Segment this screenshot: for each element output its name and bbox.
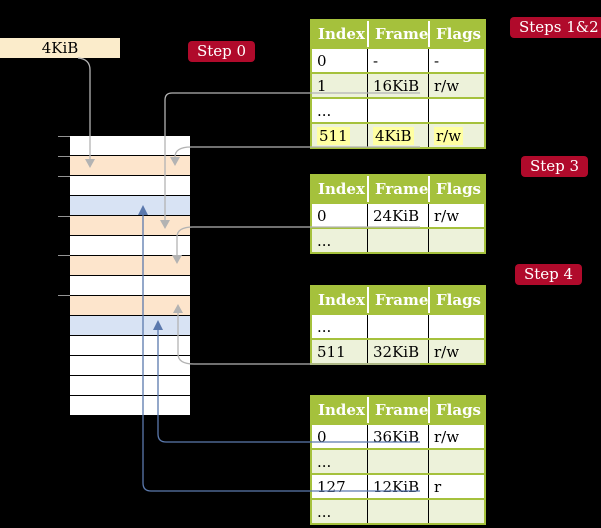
- header-cell-frame: Frame: [367, 21, 428, 47]
- cell: [428, 99, 484, 122]
- cell: [428, 500, 484, 523]
- header-cell-flags: Flags: [428, 21, 484, 47]
- address-tick: [58, 156, 70, 157]
- physical-memory-stack: [70, 136, 190, 415]
- cell: r/w: [428, 340, 484, 363]
- step-0-badge: Step 0: [188, 41, 256, 62]
- header-cell-flags: Flags: [428, 176, 484, 202]
- cell: r: [428, 475, 484, 498]
- header-cell-frame: Frame: [367, 287, 428, 313]
- cell: 16KiB: [367, 74, 428, 97]
- cell: [367, 450, 428, 473]
- cell: 0: [317, 206, 327, 225]
- step-3-badge: Step 3: [521, 156, 589, 177]
- page-table-2: Index Frame Flags 0 24KiB r/w ...: [310, 174, 486, 254]
- step-4-badge: Step 4: [515, 264, 583, 285]
- memory-frame-row-11: [70, 356, 190, 375]
- cell: ...: [317, 231, 332, 250]
- frame-size-label: 4KiB: [0, 38, 120, 58]
- table-row: 0 36KiB r/w: [312, 423, 484, 448]
- cell: ...: [317, 101, 332, 120]
- page-table-3: Index Frame Flags ... 511 32KiB r/w: [310, 285, 486, 365]
- table-row: ...: [312, 313, 484, 338]
- table-header-row: Index Frame Flags: [312, 176, 484, 202]
- address-tick: [58, 216, 70, 217]
- memory-frame-row-9: [70, 316, 190, 335]
- cell: [428, 450, 484, 473]
- header-cell-index: Index: [318, 401, 365, 419]
- table-row: ...: [312, 227, 484, 252]
- memory-frame-row-12: [70, 376, 190, 395]
- memory-frame-row-8: [70, 296, 190, 315]
- table-row-highlighted: 511 4KiB r/w: [312, 122, 484, 147]
- memory-frame-row-1: [70, 156, 190, 175]
- address-tick: [58, 176, 70, 177]
- table-row: 127 12KiB r: [312, 473, 484, 498]
- memory-frame-row-3: [70, 196, 190, 215]
- table-row: ...: [312, 498, 484, 523]
- address-tick: [58, 136, 70, 137]
- cell: 127: [317, 477, 346, 496]
- cell: 4KiB: [367, 124, 428, 147]
- table-header-row: Index Frame Flags: [312, 397, 484, 423]
- table-header-row: Index Frame Flags: [312, 287, 484, 313]
- cell: 0: [317, 427, 327, 446]
- memory-frame-row-5: [70, 236, 190, 255]
- cell: -: [367, 49, 428, 72]
- table-row: 0 24KiB r/w: [312, 202, 484, 227]
- memory-frame-row-6: [70, 256, 190, 275]
- memory-frame-row-2: [70, 176, 190, 195]
- header-cell-index: Index: [318, 25, 365, 43]
- table-row: ...: [312, 448, 484, 473]
- table-row: ...: [312, 97, 484, 122]
- header-cell-index: Index: [318, 180, 365, 198]
- page-table-4: Index Frame Flags 0 36KiB r/w ... 127 12…: [310, 395, 486, 525]
- memory-frame-row-10: [70, 336, 190, 355]
- page-table-1: Index Frame Flags 0 - - 1 16KiB r/w ... …: [310, 19, 486, 149]
- cell: ...: [317, 502, 332, 521]
- cell: [428, 229, 484, 252]
- cell: 32KiB: [367, 340, 428, 363]
- arrow-pte511-to-4kib-frame: [170, 146, 420, 166]
- cell: -: [428, 49, 484, 72]
- header-cell-flags: Flags: [428, 287, 484, 313]
- cell: 511: [317, 126, 350, 145]
- header-cell-flags: Flags: [428, 397, 484, 423]
- cell: r/w: [428, 204, 484, 227]
- cell: 1: [317, 76, 327, 95]
- table-row: 0 - -: [312, 47, 484, 72]
- cell: 0: [317, 51, 327, 70]
- cell: r/w: [428, 124, 484, 147]
- cell: ...: [317, 317, 332, 336]
- header-cell-index: Index: [318, 291, 365, 309]
- header-cell-frame: Frame: [367, 397, 428, 423]
- cell: [367, 229, 428, 252]
- cell: 24KiB: [367, 204, 428, 227]
- cell: 12KiB: [367, 475, 428, 498]
- cell: ...: [317, 452, 332, 471]
- address-tick: [58, 255, 70, 256]
- table-row: 511 32KiB r/w: [312, 338, 484, 363]
- memory-frame-row-13: [70, 396, 190, 415]
- cell: [428, 315, 484, 338]
- cell: [367, 99, 428, 122]
- steps-1-2-badge: Steps 1&2: [510, 17, 601, 38]
- address-tick: [58, 295, 70, 296]
- cell: 36KiB: [367, 425, 428, 448]
- memory-frame-row-0: [70, 136, 190, 155]
- cell: [367, 315, 428, 338]
- header-cell-frame: Frame: [367, 176, 428, 202]
- memory-frame-row-7: [70, 276, 190, 295]
- memory-frame-row-4: [70, 216, 190, 235]
- table-row: 1 16KiB r/w: [312, 72, 484, 97]
- cell: 511: [317, 342, 346, 361]
- cell: r/w: [428, 74, 484, 97]
- table-header-row: Index Frame Flags: [312, 21, 484, 47]
- cell: r/w: [428, 425, 484, 448]
- cell: [367, 500, 428, 523]
